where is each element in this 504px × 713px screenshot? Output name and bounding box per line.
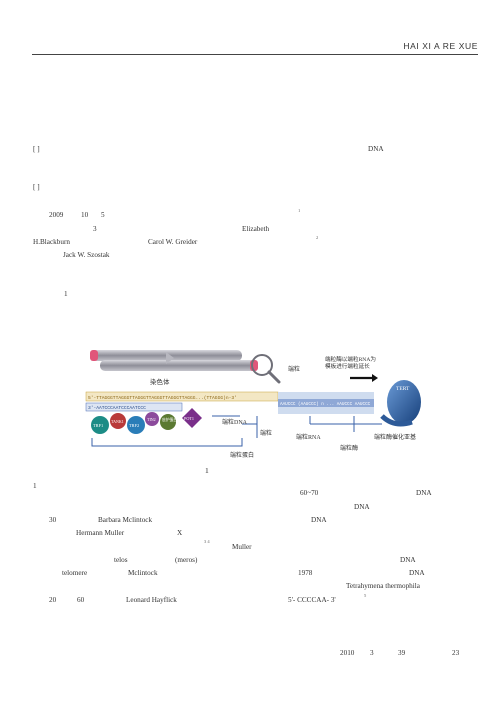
dna-panel: 5'-TTAGGGTTAGGGTTAGGGTTAGGGTTAGGGTTAGGG.… <box>85 391 374 414</box>
year-1978: 1978 <box>298 569 313 577</box>
abstract-bracket: [ ] <box>33 145 40 153</box>
section-number: 1 <box>64 290 68 298</box>
scientist-name: Hermann Muller <box>76 529 125 537</box>
greek-term: telos <box>114 556 128 564</box>
number-20: 20 <box>49 596 57 604</box>
footer-issue: 3 <box>370 649 374 657</box>
label-telomere-protein: 端粒蛋白 <box>230 451 254 459</box>
label-tert-subunit: 端粒酶催化亚基 <box>374 433 416 441</box>
ref-sup: 1 <box>298 208 301 213</box>
chromosome-illustration <box>90 350 258 371</box>
dna-term: DNA <box>354 503 370 511</box>
species-name: Tetrahymena thermophila <box>346 582 420 590</box>
author-name: H.Blackburn <box>33 238 70 246</box>
dna-bottom-strand: 3'-AATCCCAATCCCAATCCC <box>88 405 146 411</box>
greek-term: (meros) <box>175 556 198 564</box>
decades: 60~70 <box>300 489 319 497</box>
chromosome-x: X <box>177 529 183 537</box>
scientist-name: Leonard Hayflick <box>126 596 177 604</box>
label-trf1: TRF1 <box>93 423 103 428</box>
dna-term: DNA <box>400 556 416 564</box>
number-30: 30 <box>49 516 57 524</box>
label-tert: TERT <box>396 386 410 392</box>
label-telomere-rna: 端粒RNA <box>296 433 321 441</box>
telomere-figure: 端粒 染色体 端粒酶以端粒RNA为 模板进行端粒延长 TERT 5'-TTAGG… <box>85 350 421 459</box>
term-telomere: telomere <box>62 569 88 577</box>
section-marker: 1 <box>33 482 37 490</box>
arrow-head-icon <box>372 374 378 382</box>
footer-year: 2010 <box>340 649 355 657</box>
running-header: HAI XI A RE XUE <box>403 41 478 51</box>
label-tank1: TANK1 <box>111 419 124 424</box>
p1-count: 3 <box>93 225 97 233</box>
p1-month: 10 <box>81 211 89 219</box>
scientist-name: Mclintock <box>128 569 158 577</box>
header-rule <box>32 54 478 55</box>
tert-enzyme: TERT <box>380 380 421 427</box>
label-telomerase-note-2: 模板进行端粒延长 <box>325 362 370 370</box>
shelterin-complex: TRF1 TANK1 TRF2 TIN2 庇护蛋白 POT1 <box>91 408 202 434</box>
rna-template: AAUCCC (AAUCCC) n ... AAUCCC AAUCCC <box>280 402 371 407</box>
ref-sup: 2 <box>316 235 319 240</box>
bracket-lines <box>91 415 382 447</box>
keywords-bracket: [ ] <box>33 183 40 191</box>
scientist-name: Muller <box>232 543 252 551</box>
scientist-name: Barbara Mclintock <box>98 516 153 524</box>
figure-caption: 1 <box>205 466 209 475</box>
p1-year: 2009 <box>49 211 64 219</box>
label-shelterin: 庇护蛋白 <box>162 417 177 422</box>
label-telomerase-note-1: 端粒酶以端粒RNA为 <box>325 355 376 363</box>
author-name: Elizabeth <box>242 225 270 233</box>
author-name: Carol W. Greider <box>148 238 198 246</box>
abstract-dna: DNA <box>368 145 384 153</box>
label-trf2: TRF2 <box>129 423 139 428</box>
ref-sup: 3 4 <box>204 539 210 544</box>
label-chromosome: 染色体 <box>150 377 170 386</box>
p1-day: 5 <box>101 211 105 219</box>
magnifier-icon <box>251 354 281 384</box>
label-telomere: 端粒 <box>288 365 300 373</box>
sequence: 5'- CCCCAA- 3' <box>288 596 336 604</box>
dna-term: DNA <box>409 569 425 577</box>
label-pot1: POT1 <box>184 416 194 421</box>
number-60: 60 <box>77 596 85 604</box>
dna-term: DNA <box>416 489 432 497</box>
footer-volume: 39 <box>398 649 406 657</box>
footer-page: 23 <box>452 649 460 657</box>
dna-term: DNA <box>311 516 327 524</box>
label-telomere-mid: 端粒 <box>260 429 272 437</box>
label-tin2: TIN2 <box>147 417 156 422</box>
label-telomere-dna: 端粒DNA <box>222 418 248 426</box>
ref-sup: 5 <box>364 593 367 598</box>
author-name: Jack W. Szostak <box>63 251 110 259</box>
dna-top-strand: 5'-TTAGGGTTAGGGTTAGGGTTAGGGTTAGGGTTAGGG.… <box>88 395 237 401</box>
label-telomerase: 端粒酶 <box>340 444 358 452</box>
